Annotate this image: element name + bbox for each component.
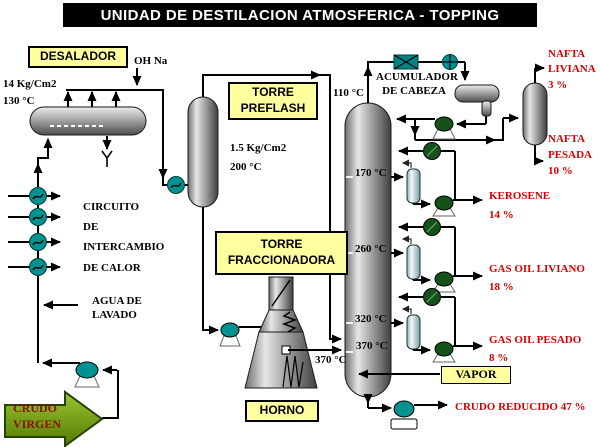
gasoil-pesado-pct: 8 % <box>489 352 509 364</box>
furnace-cone <box>258 309 304 333</box>
steam-label: VAPOR <box>455 367 497 382</box>
crude-feed-label-line1: CRUDO <box>13 401 57 415</box>
desalter-piping <box>37 68 190 186</box>
preflash-pressure-label: 1.5 Kg/Cm2 <box>230 142 287 154</box>
heat-exchangers <box>29 187 47 276</box>
kerosene-label: KEROSENE <box>489 190 551 202</box>
kerosene-pump <box>432 195 456 217</box>
gasoil-liviano-pumparound-cooler <box>423 218 441 236</box>
gasoil-liviano-module <box>391 218 483 293</box>
naphtha-splitter-column <box>522 82 548 146</box>
heat-exchanger-4 <box>29 258 47 276</box>
caustic-injection-label: OH Na <box>134 55 168 67</box>
circuit-label-line2: DE <box>83 221 99 233</box>
heat-exchanger-1 <box>29 187 47 205</box>
circuit-label-line3: INTERCAMBIO <box>83 241 165 253</box>
nafta-pesada-label-line2: PESADA <box>548 149 593 161</box>
fractionator-label-box: TORRE FRACCIONADORA <box>215 231 348 275</box>
nafta-liviana-pct: 3 % <box>548 79 568 91</box>
preflash-feed-exchanger <box>167 176 185 194</box>
kerosene-pumparound-cooler <box>423 142 441 160</box>
furnace-body <box>244 331 318 389</box>
brine-drain-y-symbol <box>101 150 113 167</box>
preflash-temp-label: 200 °C <box>230 161 262 173</box>
gasoil-pesado-stripper <box>406 314 421 350</box>
preflash-column <box>187 96 219 208</box>
fractionator-label-line2: FRACCIONADORA <box>227 253 336 267</box>
kerosene-pct: 14 % <box>489 209 514 221</box>
nafta-pesada-pct: 10 % <box>548 165 573 177</box>
furnace-burner-flames <box>282 355 304 388</box>
overhead-air-cooler <box>393 54 419 70</box>
furnace-label: HORNO <box>259 403 305 418</box>
bottoms-piping <box>358 369 448 413</box>
overhead-accumulator-drum <box>454 84 500 117</box>
preflash-label-line1: TORRE <box>252 85 294 100</box>
circuit-label-line4: DE CALOR <box>83 262 141 274</box>
desalter-temp-label: 130 °C <box>3 95 35 107</box>
gasoil-pesado-pump <box>432 341 456 363</box>
preflash-label-line2: PREFLASH <box>240 101 306 115</box>
column-top-temp-label: 110 °C <box>333 87 364 99</box>
column-draw-ticks <box>346 176 353 353</box>
bottoms-pump <box>390 400 418 430</box>
preflash-bottoms-pump <box>219 322 241 347</box>
accumulator-label-line1: ACUMULADOR <box>376 71 458 83</box>
kerosene-draw-temp-label: 170 °C <box>355 167 387 179</box>
gasoil-pesado-label: GAS OIL PESADO <box>489 334 582 346</box>
fractionator-label-line1: TORRE <box>260 237 303 252</box>
circuit-label-line1: CIRCUITO <box>83 201 140 213</box>
steam-label-box: VAPOR <box>441 366 511 384</box>
gasoil-liviano-label: GAS OIL LIVIANO <box>489 263 585 275</box>
overhead-piping <box>363 61 545 166</box>
gasoil-pesado-module <box>391 288 483 363</box>
crudo-reducido-label: CRUDO REDUCIDO 47 % <box>455 401 586 413</box>
crude-feed-label-line2: VIRGEN <box>13 417 62 431</box>
preflash-label-box: TORRE PREFLASH <box>228 82 318 120</box>
column-bottom-temp-label: 370 °C <box>356 340 388 352</box>
overhead-trim-cooler <box>442 54 458 70</box>
nafta-pesada-label-line1: NAFTA <box>548 133 586 145</box>
desalter-pressure-label: 14 Kg/Cm2 <box>3 78 57 90</box>
gasoil-liviano-stripper <box>406 244 421 280</box>
accumulator-label-line2: DE CABEZA <box>382 85 446 97</box>
heat-exchanger-2 <box>29 208 47 226</box>
diagram-title: UNIDAD DE DESTILACION ATMOSFERICA - TOPP… <box>63 3 537 27</box>
furnace-label-box: HORNO <box>245 400 319 422</box>
heat-exchanger-3 <box>29 233 47 251</box>
nafta-liviana-label-line2: LIVIANA <box>548 63 596 75</box>
desalter-label-box: DESALADOR <box>28 46 128 68</box>
wash-water-label-line2: LAVADO <box>92 309 137 321</box>
exchanger-train-piping <box>8 158 119 419</box>
kerosene-module <box>391 142 483 217</box>
furnace-coil <box>281 311 298 333</box>
desalter-drum <box>29 106 147 136</box>
furnace-outlet-temp-label: 370 °C <box>315 354 347 366</box>
gasoil-liviano-pct: 18 % <box>489 281 514 293</box>
furnace <box>244 276 318 389</box>
reflux-pump <box>432 116 456 140</box>
nafta-liviana-label-line1: NAFTA <box>548 48 586 60</box>
gasoil-pesado-pumparound-cooler <box>423 288 441 306</box>
desalter-label: DESALADOR <box>39 49 116 64</box>
gasoil-pesado-draw-temp-label: 320 °C <box>355 313 387 325</box>
wash-water-label-line1: AGUA DE <box>92 295 142 307</box>
crude-feed-arrow <box>4 390 104 447</box>
gasoil-liviano-draw-temp-label: 260 °C <box>355 243 387 255</box>
crude-charge-pump <box>74 361 100 388</box>
kerosene-stripper <box>406 168 421 204</box>
gasoil-liviano-pump <box>432 271 456 293</box>
